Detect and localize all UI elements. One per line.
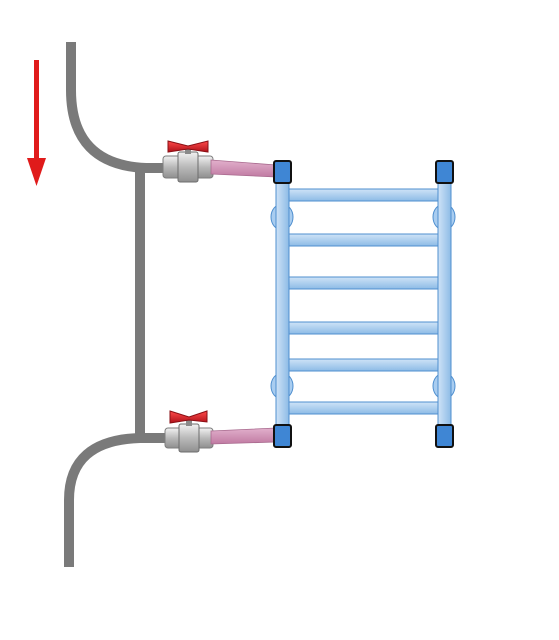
end-cap-top-left: [273, 160, 292, 184]
towel-rail: [270, 160, 456, 448]
valve-nut: [177, 151, 199, 183]
arrow-shaft: [34, 60, 39, 168]
top-hose: [210, 159, 277, 178]
valve-nut: [178, 423, 200, 453]
riser-upper-section: [66, 42, 168, 173]
end-cap-bottom-left: [273, 424, 292, 448]
crossbar: [288, 188, 439, 202]
end-cap-bottom-right: [435, 424, 454, 448]
valve-stem: [186, 418, 192, 426]
crossbar: [288, 233, 439, 247]
crossbar: [288, 358, 439, 372]
right-post: [437, 181, 452, 429]
valve-handle: [167, 140, 209, 153]
top-ball-valve: [162, 140, 214, 183]
bottom-ball-valve: [164, 410, 214, 453]
crossbar: [288, 401, 439, 415]
crossbar: [288, 321, 439, 335]
bottom-hose: [210, 427, 277, 445]
valve-handle: [169, 410, 208, 424]
end-cap-top-right: [435, 160, 454, 184]
valve-stem: [185, 146, 191, 154]
flow-direction-arrow: [27, 60, 46, 186]
crossbar: [288, 276, 439, 290]
left-post: [275, 181, 290, 429]
connector-hoses: [210, 159, 277, 445]
arrow-head: [27, 158, 46, 186]
riser-pipe: [64, 42, 168, 567]
riser-lower-section: [64, 433, 168, 567]
